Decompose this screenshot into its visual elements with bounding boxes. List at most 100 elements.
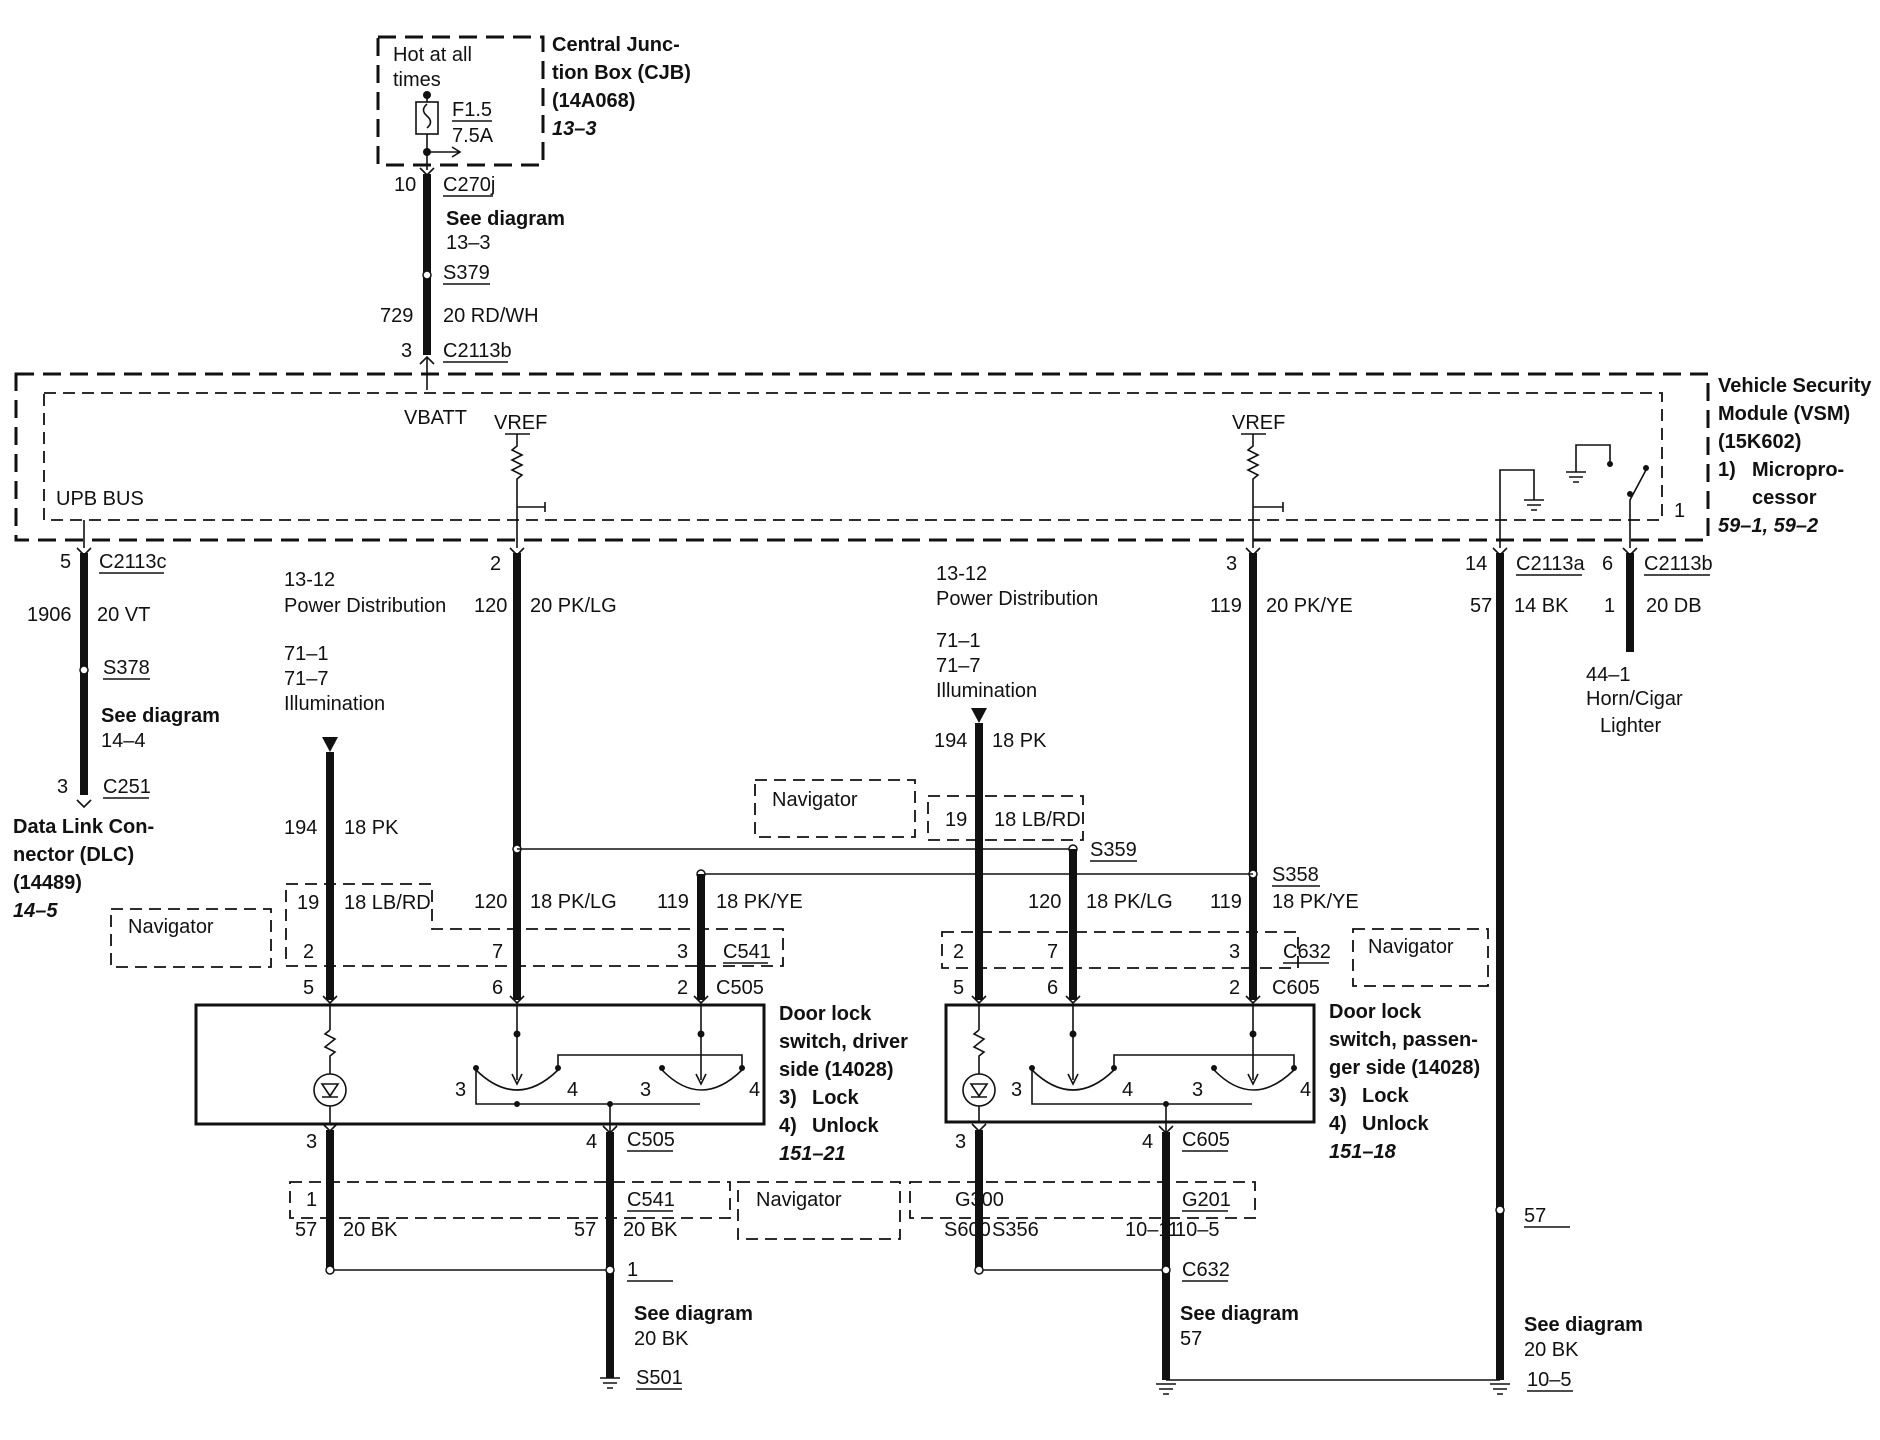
pin-label: 10 [394, 174, 416, 196]
power-distribution-note-passenger: 13-12 Power Distribution 71–1 71–7 Illum… [936, 563, 1098, 702]
unlock-label: Unlock [1362, 1113, 1430, 1135]
connector-label: C605 [1272, 977, 1320, 999]
pin-label: 4 [1142, 1131, 1153, 1153]
wire-horn: 6 C2113b 1 20 DB 44–1 Horn/Cigar Lighter [1586, 547, 1713, 737]
cjb-ref: 13–3 [552, 118, 597, 140]
pin-label: 3 [1192, 1079, 1203, 1101]
pin-label: 5 [303, 977, 314, 999]
ground-label: S501 [636, 1367, 683, 1389]
note-number: 4) [1329, 1113, 1347, 1135]
splice-label: S379 [443, 262, 490, 284]
splice-label: S359 [1090, 839, 1137, 861]
circuit-number: 19 [945, 809, 967, 831]
pin-label: 5 [953, 977, 964, 999]
wire-color: 18 PK/YE [716, 891, 803, 913]
power-distribution-note-driver: 13-12 Power Distribution 71–1 71–7 Illum… [284, 569, 446, 715]
pin-label: 7 [492, 941, 503, 963]
wire-color: 18 LB/RD [344, 892, 431, 914]
wire-120-passenger: 120 18 PK/LG 119 18 PK/YE [1028, 849, 1359, 1000]
dlc-ref: 14–5 [13, 900, 58, 922]
driver-door-lock-switch: 3 4 3 4 Door lock switch, driver side (1… [194, 1003, 908, 1165]
pin-label: G300 [955, 1189, 1004, 1211]
connector-label: C632 [1283, 941, 1331, 963]
wire-color: S356 [992, 1219, 1039, 1241]
wire-color: 18 PK [992, 730, 1047, 752]
navigator-label: Navigator [756, 1189, 842, 1211]
wire-194-passenger: 194 18 PK [934, 708, 1047, 1000]
ref-label: Illumination [936, 680, 1037, 702]
circuit-number: 57 [1470, 595, 1492, 617]
wire-color: 18 PK/LG [1086, 891, 1173, 913]
c605-pins: 5 6 2 C605 [953, 977, 1320, 1005]
horn-label: Horn/Cigar [1586, 688, 1683, 710]
pin-label: 3 [955, 1131, 966, 1153]
pin-label: 3 [455, 1079, 466, 1101]
switch-name-2: switch, driver [779, 1031, 908, 1053]
splice-lines: S359 S358 [517, 839, 1320, 887]
vsm-ref: 59–1, 59–2 [1718, 515, 1818, 537]
wire-color: 20 VT [97, 604, 150, 626]
see-diagram-label: See diagram [101, 705, 220, 727]
circuit-number: 120 [474, 595, 507, 617]
ref-label: 20 BK [634, 1328, 689, 1350]
ground-icon [600, 1377, 620, 1389]
connector-label: C505 [627, 1129, 675, 1151]
vbatt-label: VBATT [404, 407, 467, 429]
circuit-number: 729 [380, 305, 413, 327]
ground-label: 10–5 [1527, 1369, 1572, 1391]
connector-label: G201 [1182, 1189, 1231, 1211]
vsm-part-number: (15K602) [1718, 431, 1801, 453]
pin-label: 2 [490, 553, 501, 575]
circuit-number: 194 [284, 817, 317, 839]
upb-bus-label: UPB BUS [56, 488, 144, 510]
connector-label: C2113b [443, 340, 512, 362]
pin-label: 1 [1604, 595, 1615, 617]
switch-name-3: side (14028) [779, 1059, 894, 1081]
vsm-note: Micropro- [1752, 459, 1844, 481]
circuit-number: 57 [574, 1219, 596, 1241]
unlock-label: Unlock [812, 1115, 880, 1137]
connector-label: C2113a [1516, 553, 1585, 575]
connector-label: C605 [1182, 1129, 1230, 1151]
c541-pins: 2 7 3 C541 [303, 941, 771, 964]
pin-label: 3 [1229, 941, 1240, 963]
see-diagram-label: See diagram [634, 1303, 753, 1325]
pin-label: 2 [677, 977, 688, 999]
pin-label: 6 [1047, 977, 1058, 999]
connector-label: C505 [716, 977, 764, 999]
ref-label: Power Distribution [936, 588, 1098, 610]
wire-color: 10–5 [1175, 1219, 1220, 1241]
wire-119: 3 119 20 PK/YE [1210, 547, 1353, 1000]
horn-label-2: Lighter [1600, 715, 1661, 737]
dlc-part-number: (14489) [13, 872, 82, 894]
wire-color: 20 DB [1646, 595, 1702, 617]
navigator-options: Navigator 19 18 LB/RD Navigator 19 18 LB… [110, 779, 1489, 1240]
ground-icon [1490, 1383, 1510, 1395]
wire-color: 20 PK/YE [1266, 595, 1353, 617]
circuit-number: 1906 [27, 604, 72, 626]
cjb-name-2: tion Box (CJB) [552, 62, 691, 84]
vehicle-security-module: VBATT UPB BUS 1 VREF VREF Vehicle Securi… [14, 372, 1872, 548]
note-number: 3) [779, 1087, 797, 1109]
splice-label: S358 [1272, 864, 1319, 886]
wire-57-ground: 14 C2113a 57 14 BK 57 See diagram 20 BK [1465, 547, 1643, 1380]
pin-label: 4 [1300, 1079, 1311, 1101]
circuit-number: 57 [295, 1219, 317, 1241]
navigator-label: Navigator [1368, 936, 1454, 958]
vsm-name: Vehicle Security [1718, 375, 1872, 397]
pin-label: 2 [1229, 977, 1240, 999]
pin-label: 4 [586, 1131, 597, 1153]
c505-pins: 5 6 2 C505 [303, 977, 764, 1005]
fuse-icon [415, 101, 439, 135]
pin-label: 3 [677, 941, 688, 963]
horn-ref: 44–1 [1586, 664, 1631, 686]
see-diagram-label: See diagram [1524, 1314, 1643, 1336]
dlc-name-2: nector (DLC) [13, 844, 134, 866]
wire-729: 10 C270j See diagram 13–3 S379 729 20 RD… [380, 152, 565, 390]
ref-label: 71–1 [284, 643, 329, 665]
cjb-name: Central Junc- [552, 34, 680, 56]
wire-194-driver: 194 18 PK [284, 737, 399, 1000]
lock-label: Lock [812, 1087, 860, 1109]
wire-color: 18 PK/YE [1272, 891, 1359, 913]
